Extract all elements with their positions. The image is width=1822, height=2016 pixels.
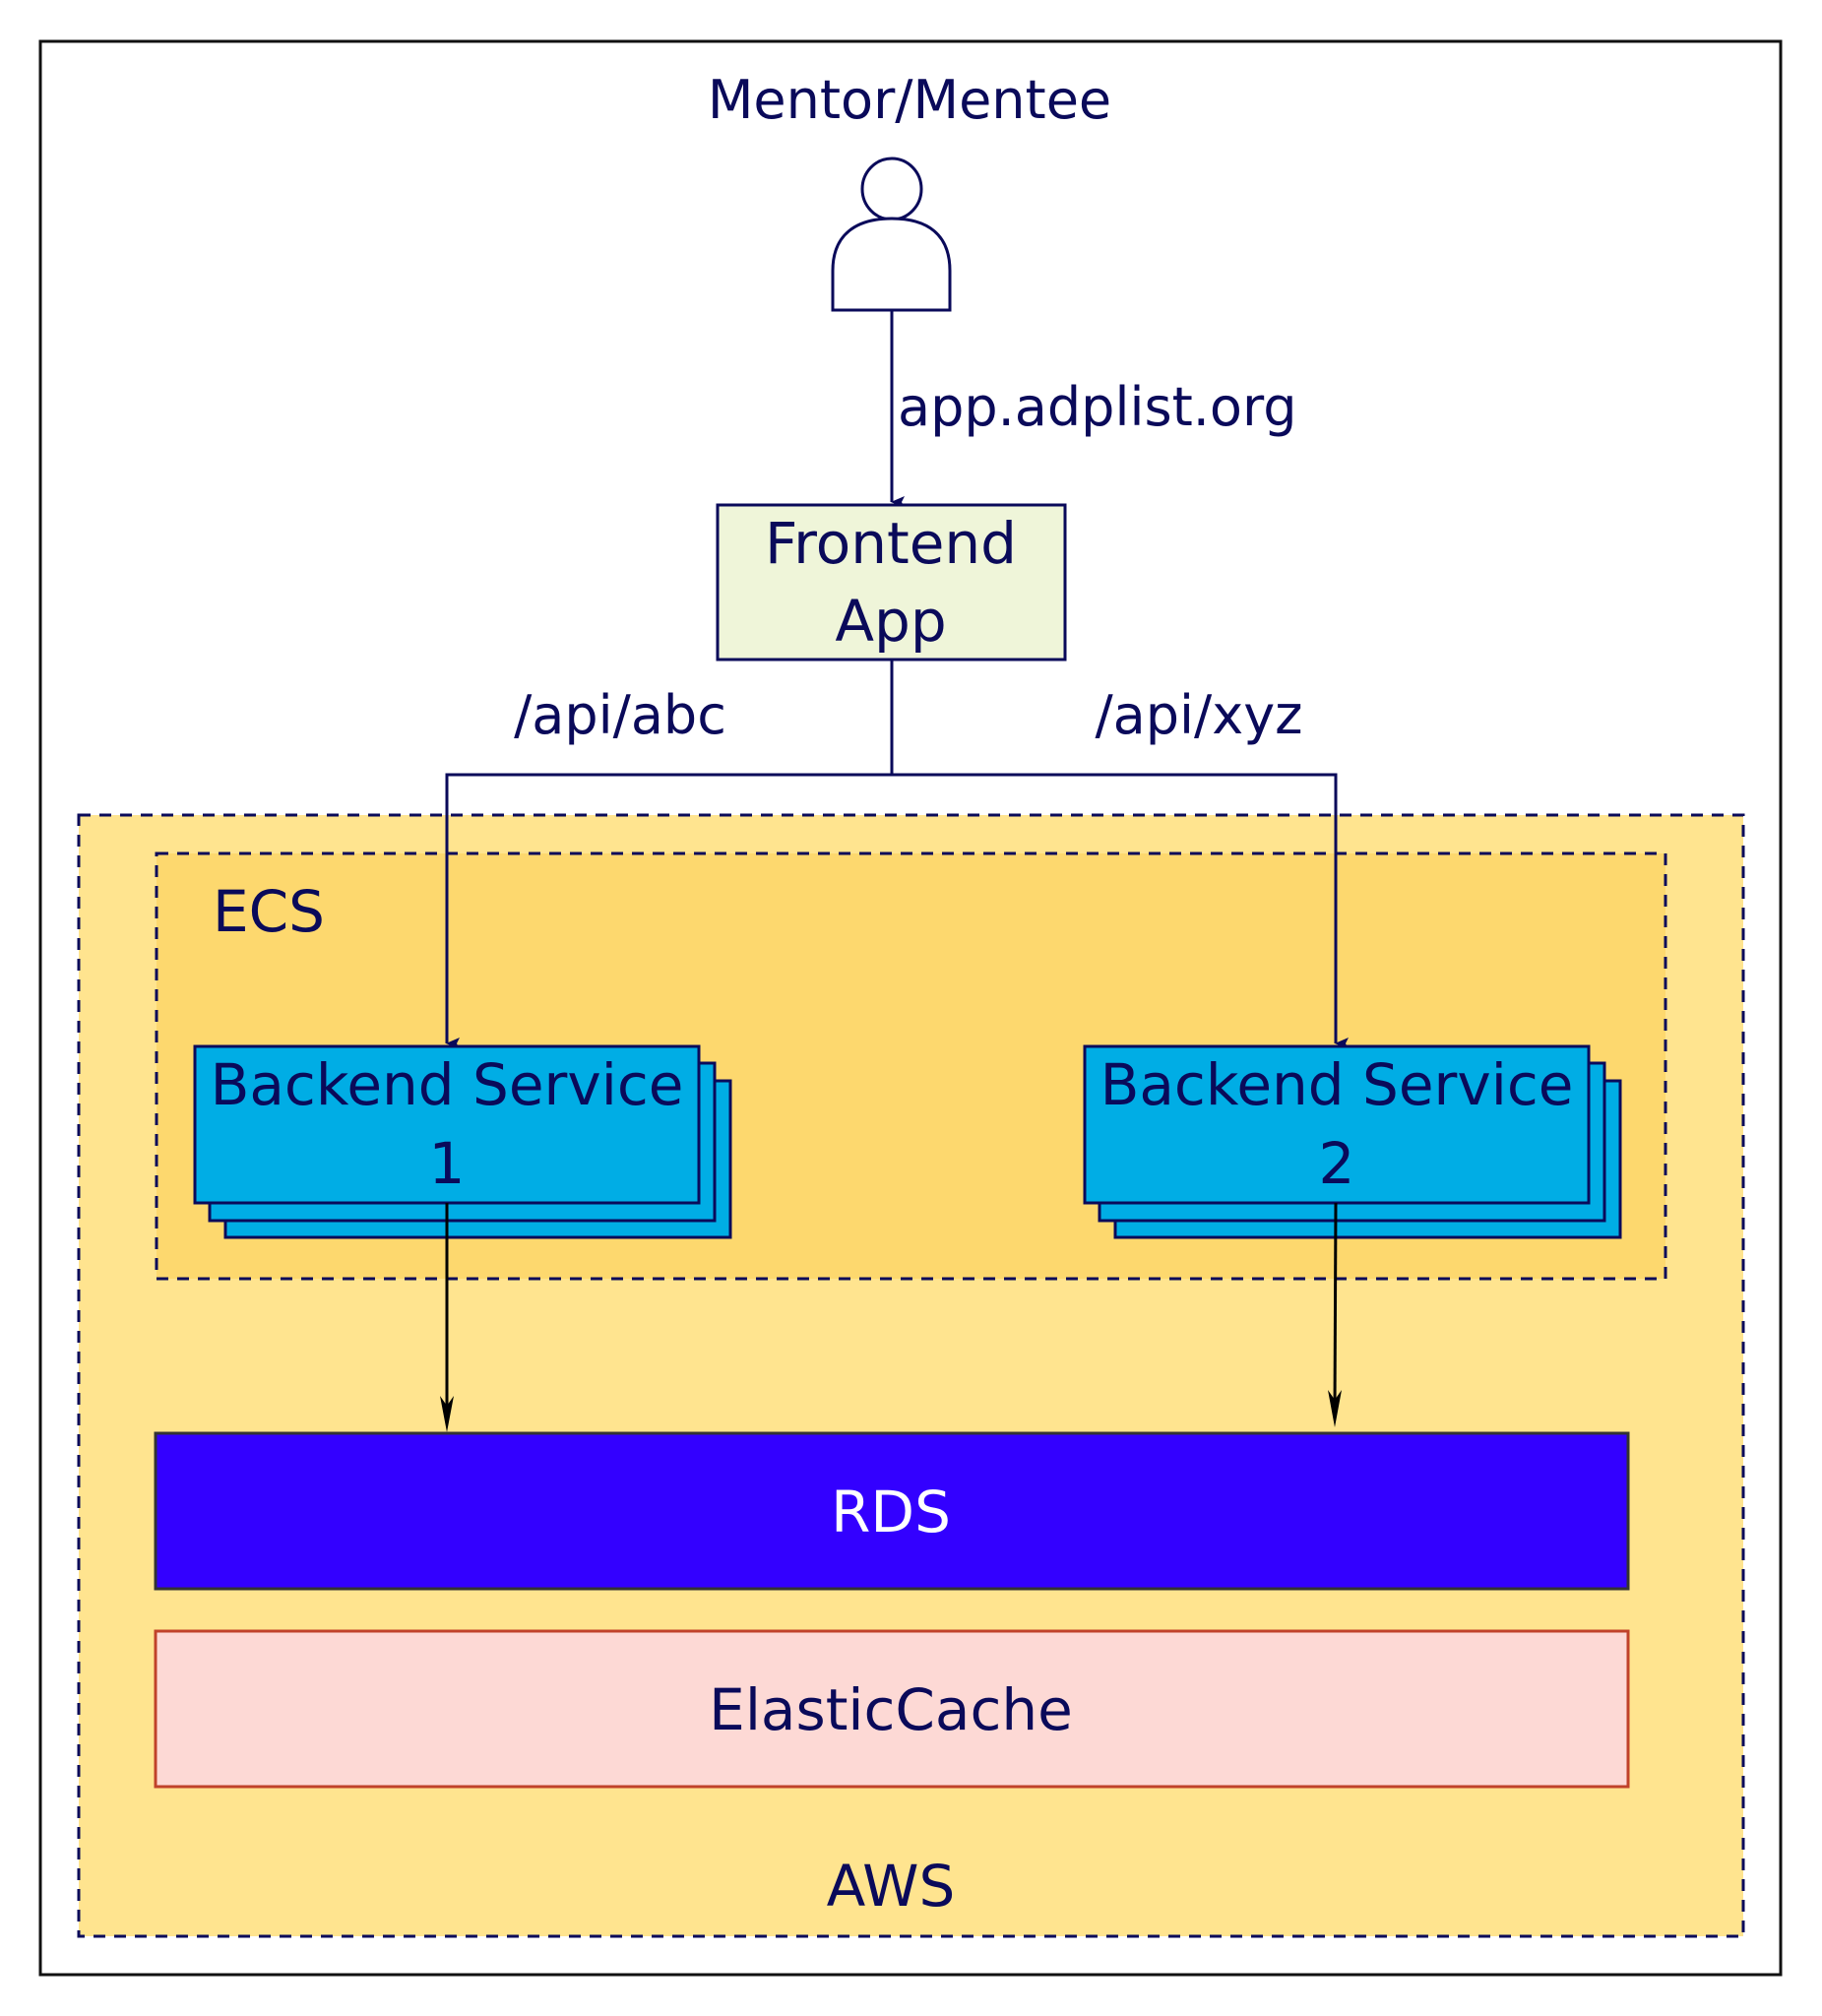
frontend-label-line1: Frontend [765, 510, 1017, 577]
edge-frontend-backend1 [445, 773, 892, 1049]
backend1-label-line2: 1 [429, 1130, 466, 1197]
backend2-label-line1: Backend Service [1100, 1051, 1574, 1118]
backend2-label-line2: 2 [1319, 1130, 1355, 1197]
edge-label-api-abc: /api/abc [514, 684, 726, 746]
ecs-label: ECS [213, 878, 325, 945]
edge-backend2-rds [1333, 1202, 1338, 1413]
aws-label: AWS [827, 1853, 956, 1920]
edge-label-domain: app.adplist.org [898, 376, 1297, 438]
person-icon[interactable] [831, 157, 952, 312]
frontend-label-line2: App [835, 588, 946, 655]
edge-label-api-xyz: /api/xyz [1095, 684, 1302, 746]
elasticcache-node[interactable]: ElasticCache [154, 1629, 1630, 1789]
actor-label: Mentor/Mentee [708, 69, 1111, 131]
frontend-app-node[interactable]: Frontend App [716, 503, 1067, 662]
backend-service-1-node[interactable]: Backend Service 1 [193, 1044, 732, 1239]
arrowhead-backend2-rds [1328, 1390, 1342, 1427]
rds-label: RDS [831, 1479, 951, 1545]
backend1-label-line1: Backend Service [211, 1051, 684, 1118]
elasticcache-label: ElasticCache [709, 1676, 1073, 1743]
arrowhead-backend1-rds [440, 1396, 454, 1432]
backend-service-2-node[interactable]: Backend Service 2 [1083, 1044, 1622, 1239]
rds-node[interactable]: RDS [154, 1431, 1630, 1591]
edge-frontend-backend2 [892, 773, 1349, 1049]
